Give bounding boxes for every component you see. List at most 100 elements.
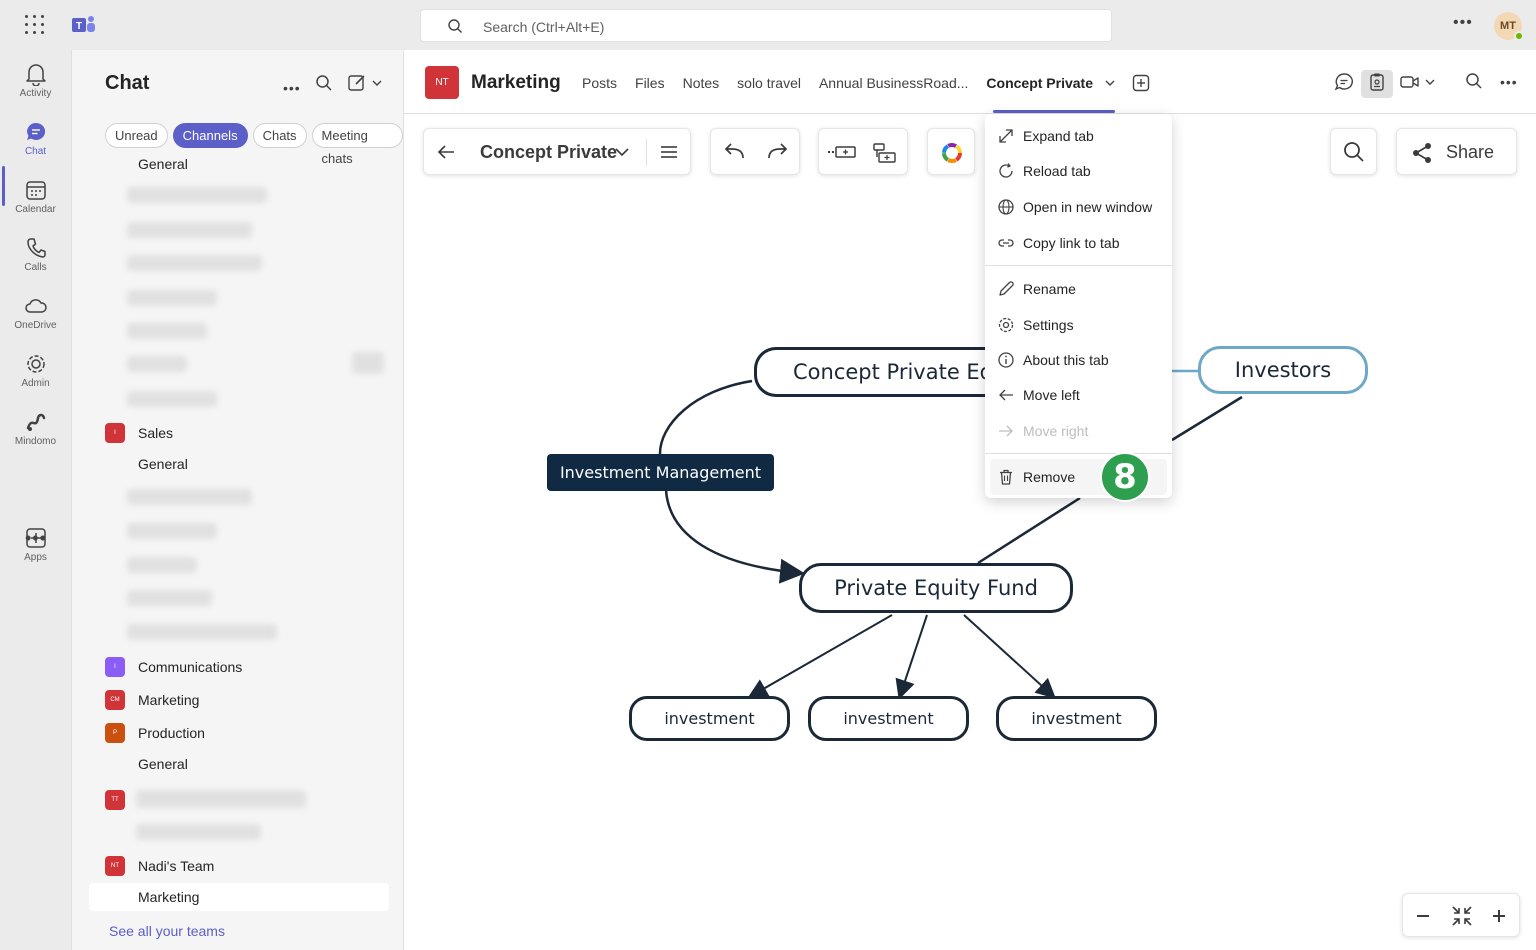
expand-icon <box>999 129 1013 143</box>
channel-item[interactable]: General <box>138 156 188 172</box>
channel-item[interactable]: General <box>138 456 188 472</box>
filter-unread[interactable]: Unread <box>105 123 168 148</box>
see-all-teams-link[interactable]: See all your teams <box>109 923 225 939</box>
tab-posts[interactable]: Posts <box>582 75 618 91</box>
rail-label: Activity <box>19 88 52 99</box>
node-investment[interactable]: investment <box>808 696 969 741</box>
theme-color-icon[interactable] <box>940 141 964 165</box>
tab-annual-business-road[interactable]: Annual BusinessRoad... <box>818 75 969 91</box>
mindomo-icon <box>26 413 45 431</box>
search-input[interactable]: Search (Ctrl+Alt+E) <box>420 9 1112 42</box>
cloud-icon <box>24 299 47 313</box>
reload-icon <box>999 163 1013 178</box>
rail-item-onedrive[interactable]: OneDrive <box>0 288 71 342</box>
blurred-item <box>127 624 277 640</box>
team-item-nadis-team[interactable]: NT Nadi's Team <box>105 854 214 878</box>
arrow-right-icon <box>999 425 1013 437</box>
filter-meeting-chats[interactable]: Meeting chats <box>311 123 403 166</box>
add-subtopic-icon[interactable] <box>873 142 897 164</box>
node-investment-management[interactable]: Investment Management <box>547 454 774 491</box>
filter-channels[interactable]: Channels <box>172 123 248 148</box>
team-item-blurred[interactable]: TT <box>105 788 138 812</box>
header-more-icon[interactable]: ••• <box>1500 74 1518 90</box>
search-icon[interactable] <box>1465 72 1483 90</box>
map-title[interactable]: Concept Private <box>480 142 618 162</box>
menu-item-label: Open in new window <box>1023 199 1153 215</box>
menu-item-open-new-window[interactable]: Open in new window <box>997 195 1152 219</box>
app-rail: Activity Chat Calendar Calls OneDrive Ad… <box>0 50 71 950</box>
menu-item-about[interactable]: About this tab <box>997 348 1109 372</box>
menu-item-rename[interactable]: Rename <box>997 277 1076 301</box>
search-icon[interactable] <box>315 74 333 92</box>
conversation-icon[interactable] <box>1334 72 1354 92</box>
redo-icon[interactable] <box>765 142 789 162</box>
chevron-down-icon[interactable] <box>614 146 630 158</box>
share-icon <box>1413 143 1431 163</box>
fit-to-screen-icon[interactable] <box>1451 905 1473 927</box>
blurred-item <box>352 352 384 374</box>
rail-label: Calendar <box>15 204 56 215</box>
undo-icon[interactable] <box>723 142 747 162</box>
tab-solo-travel[interactable]: solo travel <box>737 75 801 91</box>
menu-item-label: Copy link to tab <box>1023 235 1120 251</box>
channel-item[interactable]: General <box>138 756 188 772</box>
map-search-button[interactable] <box>1330 128 1377 175</box>
info-icon <box>998 352 1014 368</box>
menu-item-settings[interactable]: Settings <box>997 313 1074 337</box>
video-call-icon[interactable] <box>1400 72 1436 92</box>
team-item-marketing[interactable]: CM Marketing <box>105 688 199 712</box>
rail-item-calendar[interactable]: Calendar <box>0 172 71 226</box>
rail-label: Admin <box>21 378 50 389</box>
rail-item-admin[interactable]: Admin <box>0 346 71 400</box>
node-private-equity-fund[interactable]: Private Equity Fund <box>799 563 1073 613</box>
rail-item-calls[interactable]: Calls <box>0 230 71 284</box>
clipboard-icon[interactable] <box>1367 72 1387 92</box>
menu-item-move-right[interactable]: Move right <box>997 419 1088 443</box>
team-name: Sales <box>138 425 174 441</box>
rail-item-activity[interactable]: Activity <box>0 56 71 110</box>
blurred-item <box>127 523 217 539</box>
team-item-production[interactable]: P Production <box>105 721 205 745</box>
filter-chats[interactable]: Chats <box>252 123 307 148</box>
rail-label: Calls <box>24 262 47 273</box>
menu-item-copy-link[interactable]: Copy link to tab <box>997 231 1120 255</box>
rail-item-apps[interactable]: Apps <box>0 520 71 574</box>
zoom-out-icon[interactable] <box>1417 914 1429 918</box>
map-title-toolbar: Concept Private <box>423 128 691 175</box>
channel-header: NT Marketing Posts Files Notes solo trav… <box>404 50 1536 114</box>
chevron-down-icon[interactable] <box>1104 78 1116 88</box>
rail-item-mindomo[interactable]: Mindomo <box>0 404 71 458</box>
tab-files[interactable]: Files <box>635 75 665 91</box>
share-label: Share <box>1446 142 1495 162</box>
tab-concept-private[interactable]: Concept Private <box>986 75 1093 91</box>
add-topic-icon[interactable] <box>827 144 857 160</box>
connector-fund-to-leaf3 <box>963 614 1056 699</box>
team-item-communications[interactable]: I Communications <box>105 655 242 679</box>
add-tab-icon[interactable] <box>1132 74 1150 92</box>
share-button[interactable]: Share <box>1396 128 1517 175</box>
zoom-in-icon[interactable] <box>1493 910 1505 922</box>
blurred-item <box>127 255 262 271</box>
menu-item-expand-tab[interactable]: Expand tab <box>997 124 1094 148</box>
svg-text:T: T <box>76 21 82 32</box>
menu-item-move-left[interactable]: Move left <box>997 383 1080 407</box>
bell-icon <box>25 64 46 86</box>
node-investment[interactable]: investment <box>629 696 790 741</box>
app-launcher-icon[interactable] <box>24 14 46 36</box>
menu-icon[interactable] <box>660 143 678 161</box>
node-investment[interactable]: investment <box>996 696 1157 741</box>
team-item-sales[interactable]: I Sales <box>105 421 173 445</box>
tab-notes[interactable]: Notes <box>682 75 720 91</box>
rail-label: Chat <box>24 146 47 157</box>
node-investors[interactable]: Investors <box>1198 346 1368 394</box>
menu-item-remove[interactable]: Remove <box>997 465 1075 489</box>
rail-label: Mindomo <box>14 436 57 447</box>
chat-more-icon[interactable]: ••• <box>283 80 301 96</box>
menu-item-label: Move left <box>1023 387 1080 403</box>
menu-item-reload-tab[interactable]: Reload tab <box>997 159 1091 183</box>
channel-item-selected[interactable]: Marketing <box>138 889 200 905</box>
more-options-icon[interactable]: ••• <box>1453 14 1473 31</box>
compose-icon[interactable] <box>348 74 384 92</box>
rail-item-chat[interactable]: Chat <box>0 114 71 168</box>
back-arrow-icon[interactable] <box>436 143 456 161</box>
